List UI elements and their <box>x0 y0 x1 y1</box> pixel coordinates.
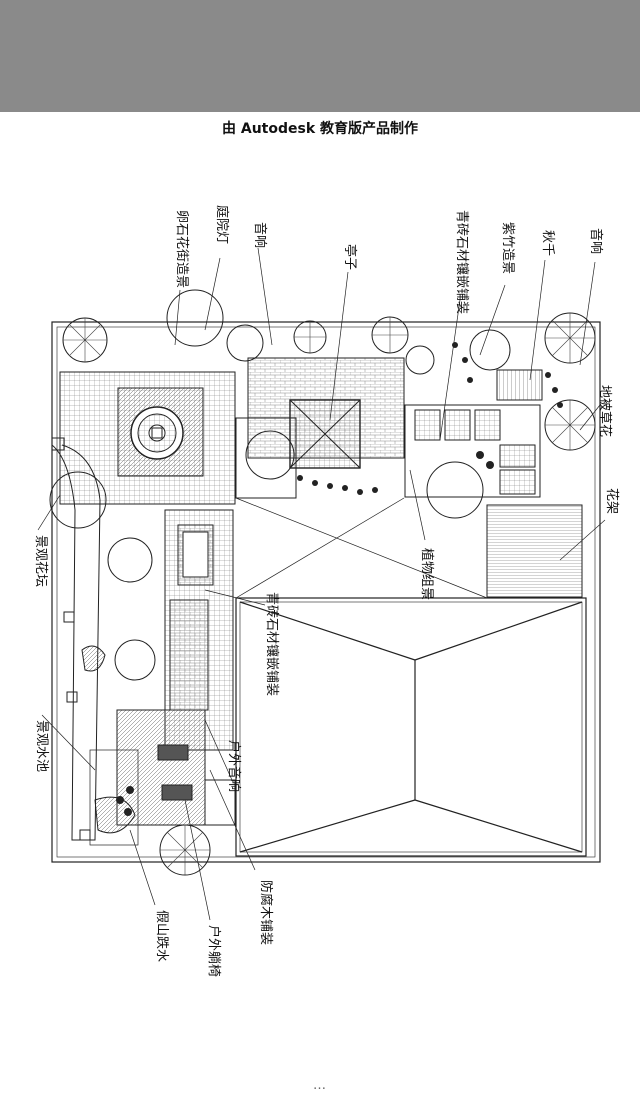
footer-text: … <box>313 1078 327 1093</box>
label-plant-group: 植物组景 <box>419 548 434 600</box>
left-landscape-strip <box>51 437 139 846</box>
top-gray-bar <box>0 0 640 112</box>
label-flower-bed: 景观花坛 <box>33 535 49 587</box>
plan-labels: 庭院灯 卵石花街造景 音响 亭子 青砖石材镶嵌铺装 紫竹造景 秋千 音响 地被草… <box>33 205 620 977</box>
label-groundcover: 地被草花 <box>597 385 613 437</box>
label-pavilion: 亭子 <box>342 244 358 270</box>
label-speaker-right: 音响 <box>588 228 604 254</box>
label-landscape-pool: 景观水池 <box>34 720 49 772</box>
house-roof <box>235 497 587 857</box>
label-brick-paving-top: 青砖石材镶嵌铺装 <box>454 210 470 314</box>
label-speaker-top: 音响 <box>252 222 268 248</box>
label-swing: 秋千 <box>540 230 555 256</box>
autodesk-watermark: 由 Autodesk 教育版产品制作 <box>221 121 419 137</box>
pavilion-area <box>235 357 405 499</box>
label-flower-rack: 花架 <box>604 488 620 514</box>
label-rockery: 假山跌水 <box>154 910 170 962</box>
label-brick-paving-mid: 青砖石材镶嵌铺装 <box>264 592 280 696</box>
front-plaza <box>59 371 236 505</box>
label-wood-deck: 防腐木铺装 <box>258 880 274 945</box>
flower-rack <box>486 504 583 598</box>
label-lounge-chair: 户外躺椅 <box>206 925 222 977</box>
wood-deck <box>116 709 236 826</box>
site-boundary <box>51 321 601 863</box>
tree-spokes <box>63 313 595 875</box>
label-purple-bamboo: 紫竹造景 <box>500 222 515 274</box>
swing-area <box>404 369 543 498</box>
label-outdoor-speaker: 户外音响 <box>226 740 242 792</box>
label-courtyard-lamp: 庭院灯 <box>214 205 230 244</box>
leader-lines <box>37 247 606 921</box>
shrub-clusters <box>116 342 563 816</box>
label-pebble-path: 卵石花街造景 <box>174 210 190 288</box>
